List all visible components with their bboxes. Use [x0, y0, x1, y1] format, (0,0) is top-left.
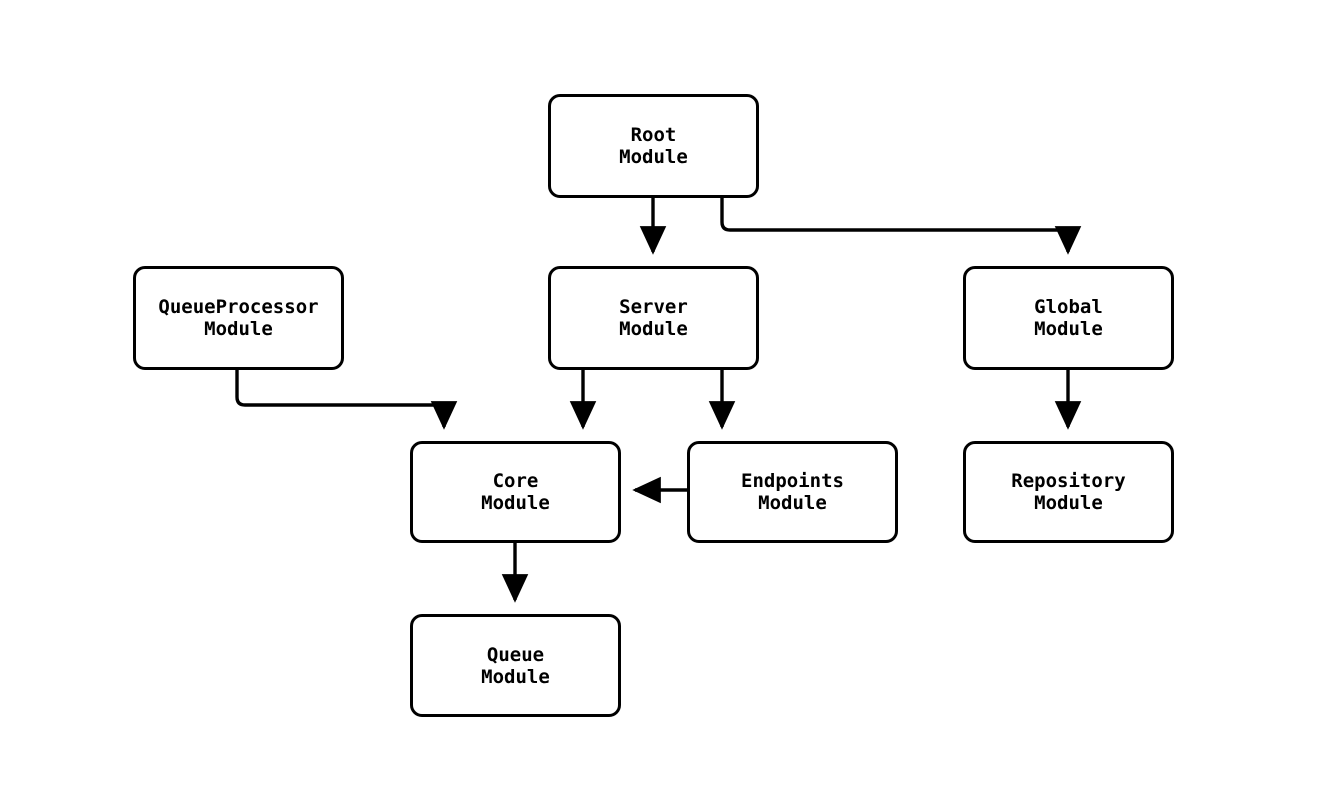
- node-label-line2: Module: [1034, 492, 1103, 514]
- node-label-line2: Module: [619, 146, 688, 168]
- node-label-line1: Root: [630, 124, 677, 146]
- node-label-line1: Server: [619, 296, 688, 318]
- node-label-line1: Endpoints: [741, 470, 844, 492]
- node-label-line2: Module: [204, 318, 273, 340]
- node-label-line1: Repository: [1011, 470, 1126, 492]
- node-label-line1: Core: [492, 470, 539, 492]
- edge-queueprocessor-core: [235, 370, 458, 430]
- node-label-line1: Queue: [486, 643, 545, 666]
- node-label-line2: Module: [619, 318, 688, 340]
- node-label-line1: QueueProcessor: [158, 296, 319, 318]
- node-label-line1: Global: [1034, 296, 1103, 318]
- edge-root-global: [720, 198, 1082, 255]
- node-label-line2: Module: [481, 665, 550, 688]
- node-label-line2: Module: [1034, 318, 1103, 340]
- node-label-line2: Module: [758, 492, 827, 514]
- node-label-line2: Module: [481, 492, 550, 514]
